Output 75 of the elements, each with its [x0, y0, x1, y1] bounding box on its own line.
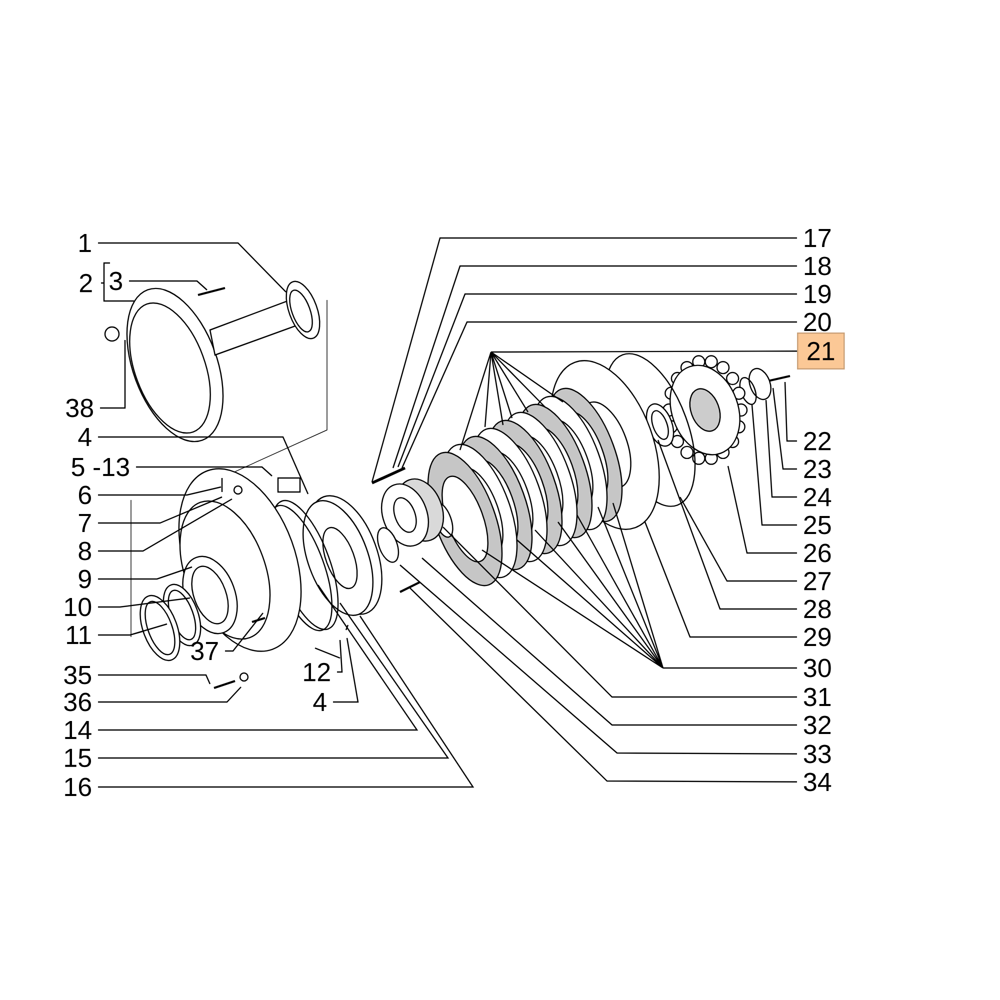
- leader-line: [397, 293, 797, 468]
- callout-number: 23: [804, 460, 831, 478]
- leader-line: [98, 242, 286, 292]
- leader-line: [410, 588, 798, 783]
- leader-line: [98, 616, 474, 788]
- callout-number: 16: [65, 778, 91, 796]
- callout-number: 18: [804, 256, 831, 276]
- callout-number: 37: [191, 642, 218, 660]
- leader-line: [98, 496, 222, 524]
- leader-line: [100, 340, 126, 409]
- leader-line: [442, 526, 797, 698]
- callout-number: 14: [65, 721, 92, 739]
- callout-number: 7: [78, 514, 91, 532]
- leader-line: [459, 350, 798, 451]
- leader-line: [657, 440, 797, 610]
- leader-line: [98, 486, 222, 496]
- leader-line: [98, 436, 309, 494]
- callout-number: 35: [64, 666, 92, 684]
- callout-number: 11: [67, 626, 91, 644]
- leader-line: [225, 612, 264, 652]
- callout-number: 27: [804, 572, 831, 590]
- callout-number: 30: [804, 658, 831, 678]
- leader-line: [98, 597, 190, 608]
- callout-number: 29: [804, 628, 831, 646]
- callout-number: 33: [804, 744, 831, 764]
- leader-line: [97, 623, 168, 636]
- callout-number: 32: [804, 716, 831, 734]
- leader-line: [129, 280, 208, 290]
- callout-number: 9: [78, 570, 91, 588]
- callout-number: 2: [80, 274, 92, 292]
- callout-number: 17: [804, 229, 831, 247]
- leader-line: [400, 564, 798, 755]
- callout-number: 4: [313, 693, 326, 711]
- leader-line: [679, 496, 797, 582]
- leader-line: [98, 674, 211, 684]
- leader-line: [98, 602, 450, 759]
- leader-line: [98, 566, 192, 580]
- leader-line: [765, 400, 797, 498]
- leader-line: [422, 558, 797, 726]
- callout-number: 38: [66, 398, 93, 418]
- callout-number: 21: [797, 332, 845, 370]
- leader-line: [371, 237, 797, 482]
- callout-number: 19: [804, 284, 831, 304]
- leader-line: [401, 321, 797, 468]
- callout-number: 4: [78, 428, 92, 446]
- callout-number: 3: [110, 272, 122, 290]
- callout-number: 8: [78, 542, 91, 560]
- leader-line: [644, 522, 797, 638]
- leader-line: [98, 686, 242, 703]
- callout-number: 36: [64, 692, 91, 712]
- leader-line: [98, 498, 232, 552]
- leader-line: [333, 638, 359, 703]
- callout-number: 1: [80, 234, 91, 252]
- callout-number: 31: [804, 688, 831, 706]
- callout-number: 28: [804, 600, 831, 618]
- callout-number: 26: [804, 544, 831, 562]
- leader-line: [481, 502, 798, 669]
- callout-number: 24: [804, 488, 832, 506]
- callout-number: 5 -13: [72, 458, 129, 476]
- leader-line: [772, 388, 797, 470]
- leader-line: [337, 640, 343, 673]
- callout-number: 10: [65, 598, 92, 616]
- callout-number: 15: [65, 748, 92, 768]
- callout-number: 20: [804, 312, 831, 332]
- callout-number: 12: [304, 662, 330, 682]
- leader-line: [98, 584, 418, 731]
- callout-number: 34: [804, 772, 832, 792]
- leader-line: [751, 404, 797, 526]
- callout-number: 25: [804, 516, 831, 534]
- leader-line: [392, 265, 797, 468]
- leader-line: [727, 466, 797, 554]
- callout-number: 22: [804, 432, 831, 450]
- leader-line: [784, 382, 797, 442]
- leader-line: [136, 466, 272, 476]
- callout-number: 6: [78, 486, 91, 504]
